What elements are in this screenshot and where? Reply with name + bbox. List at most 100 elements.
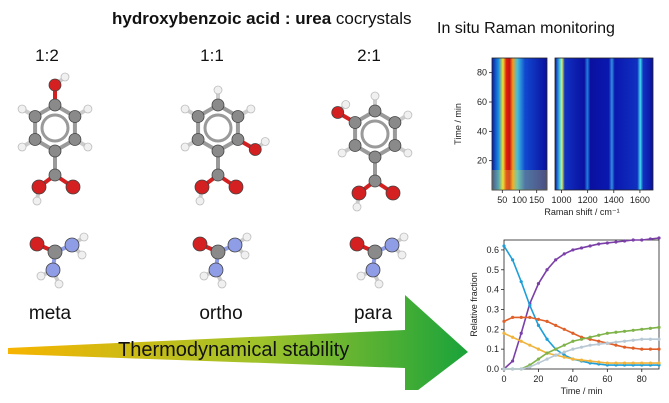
hydrogen-atom [79, 232, 89, 242]
line-y-tick-label: 0.3 [486, 304, 499, 314]
arrow-shape [8, 295, 468, 390]
series-4-point [631, 361, 635, 365]
carbon-atom [191, 110, 205, 123]
title-rest: cocrystals [331, 9, 412, 28]
carbon-atom [368, 174, 382, 188]
molecule-urea-para [349, 232, 409, 289]
ratio-para: 2:1 [357, 46, 381, 65]
series-3-point [614, 343, 618, 347]
line-y-tick-label: 0.6 [486, 245, 499, 255]
hydrogen-atom [217, 279, 227, 289]
hydrogen-atom [356, 271, 366, 281]
series-6-point [597, 342, 601, 346]
raman-title: In situ Raman monitoring [437, 20, 615, 37]
series-1-point [614, 240, 618, 244]
hydrogen-atom [374, 279, 384, 289]
line-x-tick-label: 80 [637, 374, 647, 384]
series-3-point [648, 347, 652, 351]
arrow-label: Thermodynamical stability [118, 339, 350, 361]
series-1-point [545, 268, 549, 272]
series-5-point [588, 335, 592, 339]
series-2-point [528, 303, 532, 308]
carbon-atom [47, 244, 63, 260]
series-3-point [528, 315, 532, 319]
series-2-point [519, 280, 523, 284]
series-4-point [648, 361, 652, 365]
series-4-point [657, 361, 661, 365]
line-x-tick-label: 0 [501, 374, 506, 384]
series-3-point [519, 315, 523, 319]
series-5-point [571, 339, 575, 343]
carbon-atom [348, 116, 362, 129]
hydrogen-atom [83, 104, 93, 114]
series-5-point [536, 357, 541, 361]
series-1-point [631, 238, 635, 242]
nitrogen-atom [45, 262, 61, 278]
oxygen-atom [385, 185, 401, 201]
series-6-point [657, 337, 661, 341]
hydrogen-atom [180, 104, 190, 114]
oxygen-atom [228, 179, 244, 195]
hydrogen-atom [403, 148, 413, 158]
series-2-point [511, 258, 515, 262]
line-y-tick-label: 0.4 [486, 285, 499, 295]
series-6-point [502, 367, 506, 371]
series-4-point [528, 343, 532, 347]
series-1-point [605, 241, 609, 245]
line-y-tick-label: 0.5 [486, 265, 499, 275]
carbon-atom [388, 116, 402, 129]
molecule-urea-ortho [192, 232, 252, 289]
hydrogen-atom [17, 142, 27, 152]
series-4-point [511, 335, 515, 339]
figure-title: hydroxybenzoic acid : urea cocrystals [112, 9, 411, 29]
series-1-point [511, 359, 515, 363]
heatmap-y-label: Time / min [453, 103, 463, 145]
isomer-meta: meta [28, 303, 72, 324]
series-5-point [622, 329, 627, 333]
series-4-point [562, 355, 566, 359]
series-5-point [579, 337, 584, 341]
series-4-point [622, 361, 627, 365]
series-3-point [554, 323, 558, 327]
molecule-hydroxybenzoic-acid-para [331, 91, 413, 212]
series-1-point [657, 236, 661, 240]
carbon-atom [348, 139, 362, 152]
oxygen-atom [31, 179, 47, 195]
aromatic-ring [40, 113, 70, 143]
carbon-atom [368, 104, 382, 118]
series-4-point [588, 359, 592, 363]
carbon-atom [388, 139, 402, 152]
series-6-point [571, 347, 575, 351]
heatmap-x-tick-label: 1400 [604, 195, 624, 205]
series-6-point [631, 338, 635, 342]
heatmap-x-tick-label: 1600 [630, 195, 650, 205]
carbon-atom [28, 133, 42, 146]
series-4-point [614, 361, 618, 365]
series-3-point [631, 346, 635, 350]
hydrogen-atom [397, 250, 407, 260]
series-4-point [640, 361, 644, 365]
series-6-point [528, 365, 532, 369]
carbon-atom [211, 144, 225, 158]
series-3-point [545, 319, 549, 323]
heatmap-x-tick-label: 1000 [552, 195, 572, 205]
line-x-tick-label: 20 [533, 374, 543, 384]
heatmap-early-band [492, 170, 547, 190]
series-1-point [648, 237, 652, 241]
series-3-point [622, 345, 627, 349]
oxygen-atom [248, 143, 262, 156]
series-6-point [640, 337, 644, 341]
hydrogen-atom [83, 142, 93, 152]
ratio-meta: 1:2 [35, 46, 59, 65]
ratio-ortho: 1:1 [200, 46, 224, 65]
series-5-point [597, 333, 601, 337]
series-5-point [554, 347, 558, 351]
series-3-point [640, 347, 644, 351]
carbon-atom [191, 133, 205, 146]
hydrogen-atom [246, 104, 256, 114]
series-2-point [536, 323, 541, 327]
series-6-point [605, 341, 609, 345]
heatmap-x-tick-label: 150 [529, 195, 544, 205]
carbon-atom [48, 168, 62, 182]
